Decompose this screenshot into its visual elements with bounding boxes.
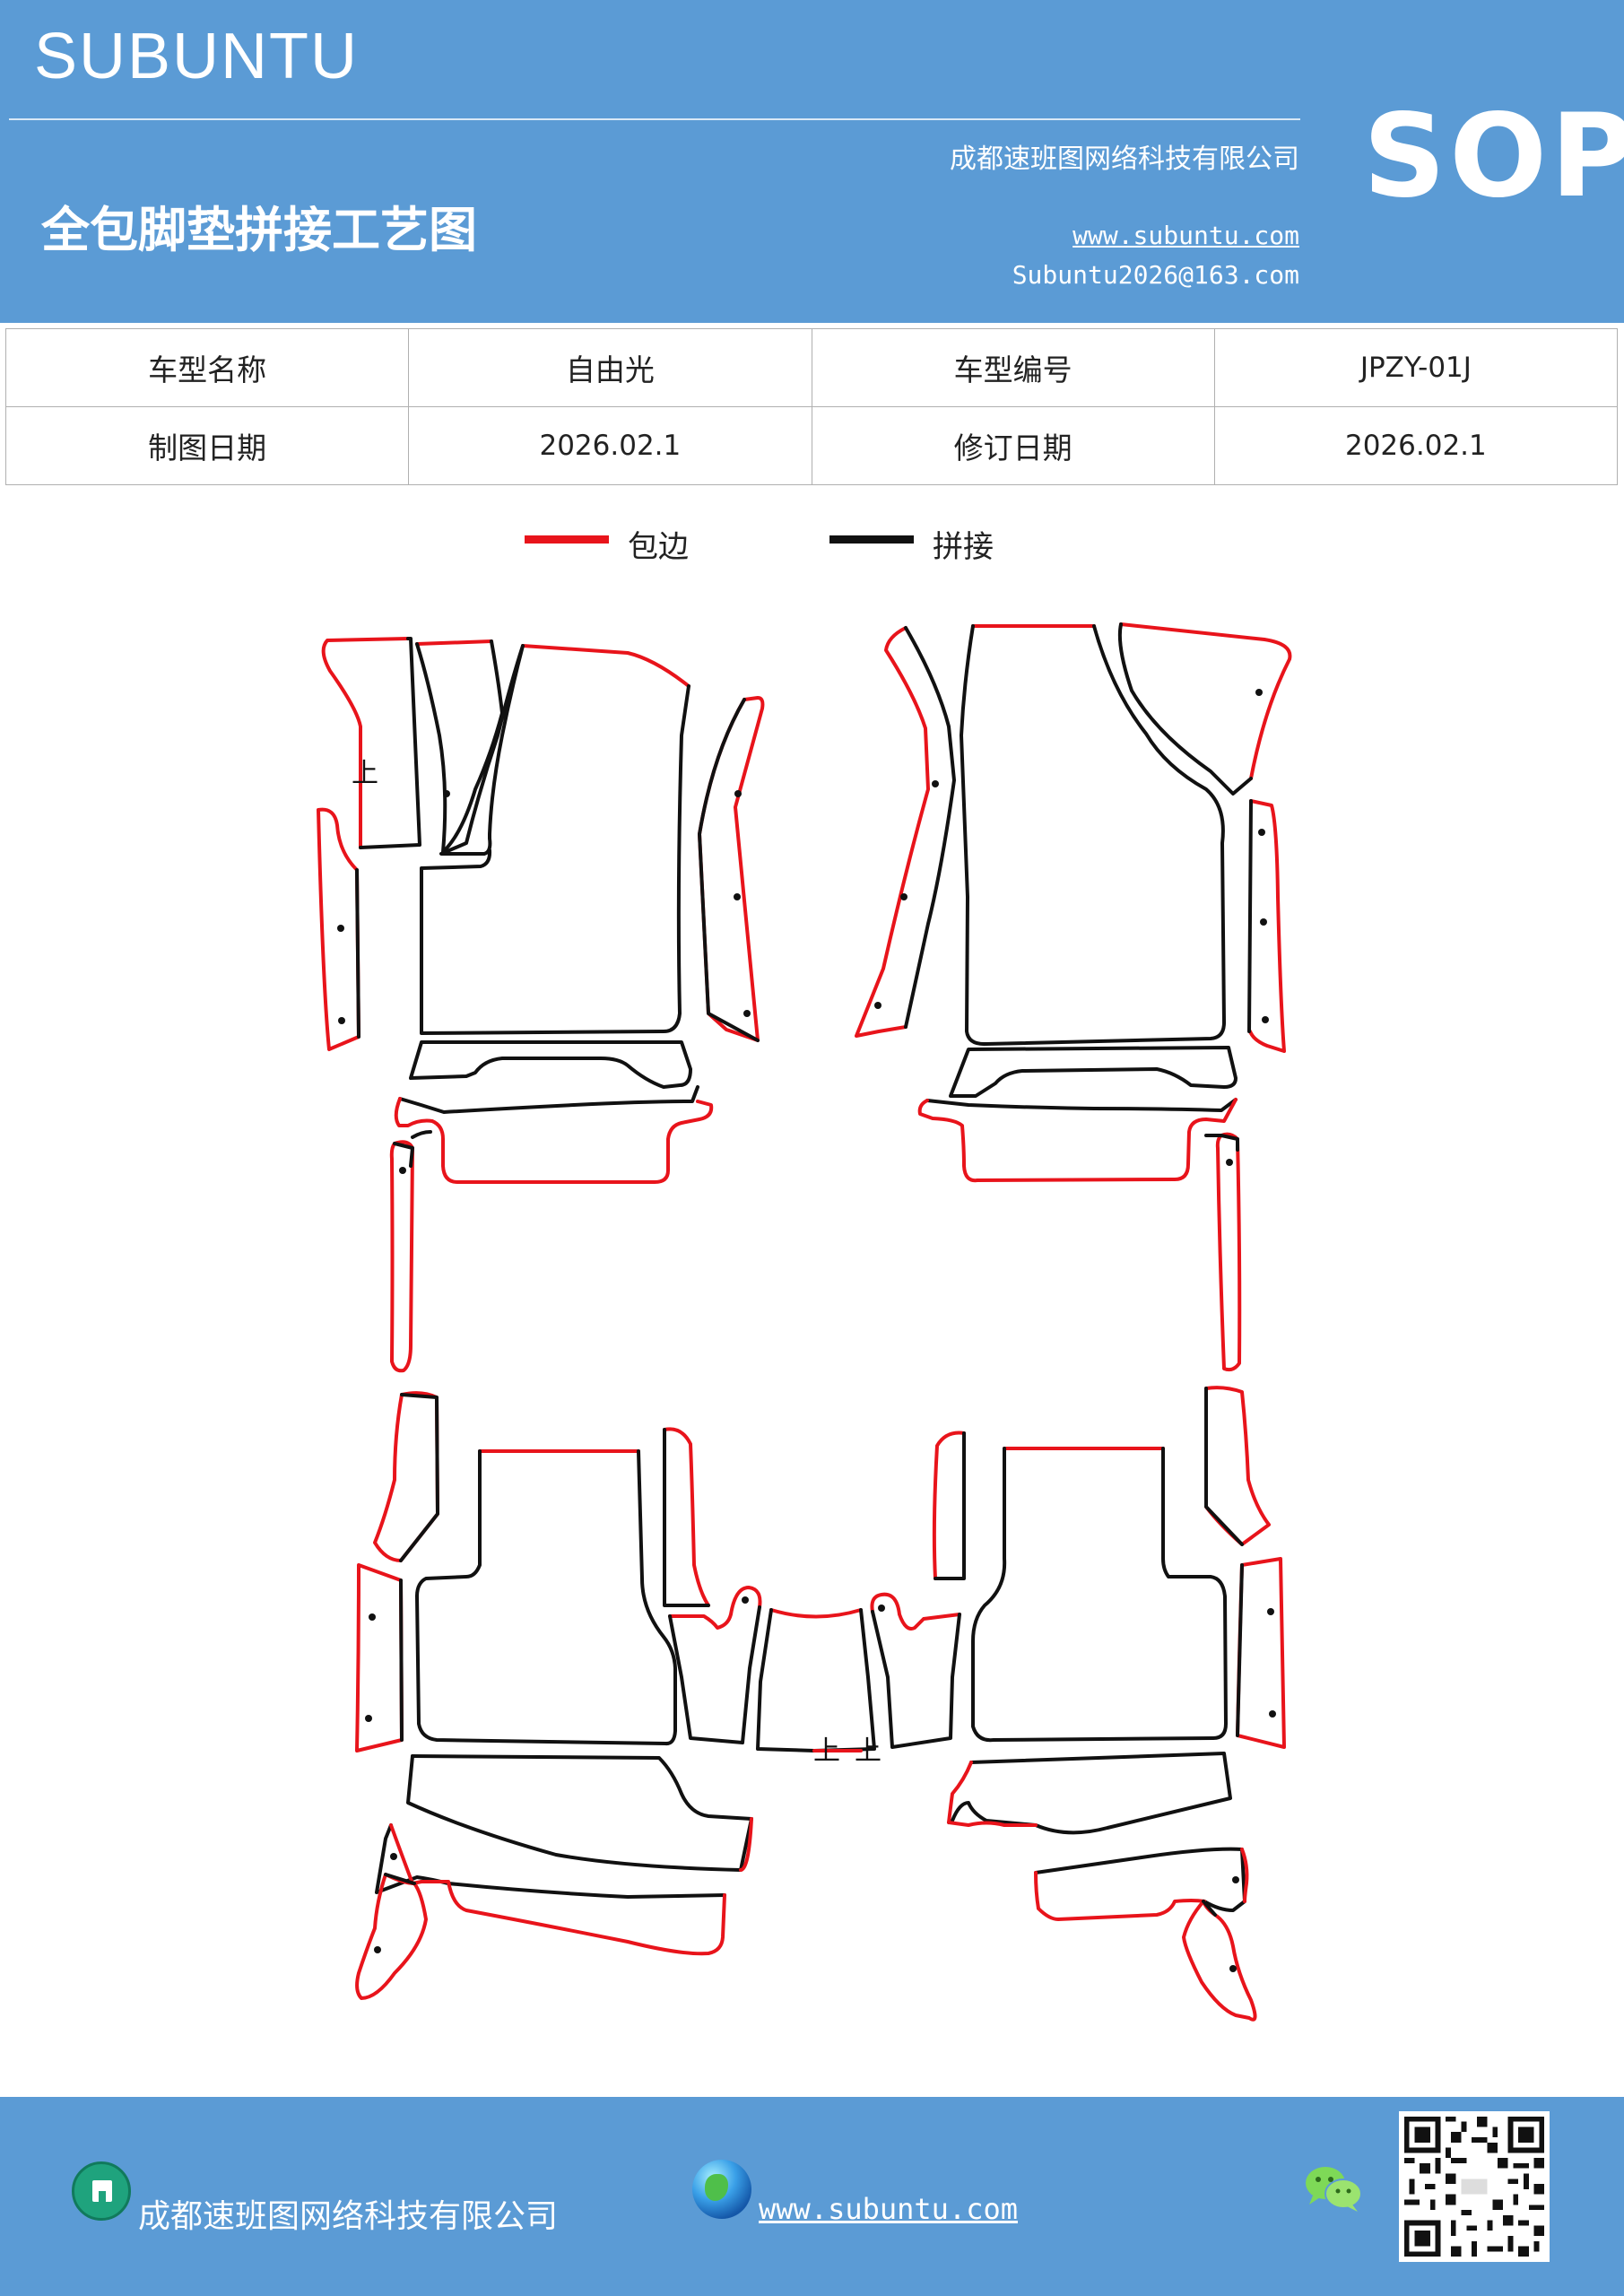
front-left-mat-group: 上 <box>317 637 765 1373</box>
mat-piece <box>1034 1847 1246 1912</box>
mat-piece <box>1236 1563 1244 1737</box>
mat-piece <box>756 1608 876 1752</box>
mat-piece <box>698 698 760 1042</box>
mat-piece <box>947 1752 1232 1835</box>
label-revision-date: 修订日期 <box>811 406 1215 485</box>
footer-company: 成都速班图网络科技有限公司 <box>138 2198 559 2235</box>
up-marker: 上 <box>855 1735 881 1767</box>
floor-mat-diagram: 上 <box>317 622 1292 2022</box>
mat-piece <box>668 1586 762 1630</box>
mat-piece <box>668 1605 761 1744</box>
label-drawing-date: 制图日期 <box>4 406 410 485</box>
mat-piece <box>1182 1900 1257 2022</box>
table-row: 制图日期 2026.02.1 修订日期 2026.02.1 <box>4 406 1619 485</box>
mat-piece <box>769 1608 863 1619</box>
header-company: 成都速班图网络科技有限公司 <box>950 144 1299 175</box>
mat-piece <box>409 1040 692 1089</box>
mat-piece <box>373 1391 439 1562</box>
mat-piece <box>925 1098 1238 1112</box>
header-divider <box>9 118 1300 120</box>
mat-piece <box>415 1449 677 1746</box>
document-title: 全包脚垫拼接工艺图 <box>41 201 477 258</box>
mat-piece <box>917 1098 1238 1183</box>
sop-badge: SOP <box>1363 90 1624 223</box>
building-icon <box>72 2161 131 2221</box>
wechat-icon <box>1306 2167 1362 2212</box>
mat-piece <box>1204 1386 1271 1546</box>
mat-piece <box>384 1873 416 1885</box>
mat-piece <box>521 644 690 688</box>
mat-piece <box>870 1592 961 1631</box>
mat-piece <box>971 1447 1228 1743</box>
header-website-link[interactable]: www.subuntu.com <box>1073 221 1299 250</box>
mat-piece <box>415 639 493 646</box>
globe-icon <box>692 2160 751 2219</box>
mat-piece <box>399 1393 439 1562</box>
mat-piece <box>739 1817 753 1872</box>
legend-seam-label: 拼接 <box>933 529 994 565</box>
mat-piece <box>1119 622 1292 780</box>
mat-piece <box>411 1754 753 1821</box>
mat-piece <box>960 624 1226 1047</box>
value-model-code: JPZY-01J <box>1213 328 1619 407</box>
mat-piece <box>398 1085 699 1114</box>
legend-edge-swatch <box>525 535 609 544</box>
mat-piece <box>934 1431 966 1580</box>
mat-piece <box>420 1880 726 1956</box>
mat-piece <box>1034 1871 1206 1921</box>
vehicle-info-table: 车型名称 自由光 车型编号 JPZY-01J 制图日期 2026.02.1 修订… <box>4 328 1619 485</box>
mat-piece <box>1236 1557 1286 1749</box>
label-model-code: 车型编号 <box>811 328 1215 407</box>
legend-edge-label: 包边 <box>628 529 689 565</box>
mat-piece <box>355 1563 404 1752</box>
value-model-name: 自由光 <box>408 328 812 407</box>
value-drawing-date: 2026.02.1 <box>408 406 812 485</box>
header-bar: SUBUNTU SOP 成都速班图网络科技有限公司 全包脚垫拼接工艺图 www.… <box>0 0 1624 323</box>
mat-piece <box>947 1761 1038 1827</box>
rear-mat-group: 上 上 <box>355 1386 1286 2022</box>
mat-piece <box>321 637 410 849</box>
mat-piece <box>375 1823 726 1899</box>
footer-website-link[interactable]: www.subuntu.com <box>759 2192 1018 2226</box>
header-email: Subuntu2026@163.com <box>1012 260 1299 290</box>
mat-piece <box>411 1130 432 1139</box>
mat-piece <box>1204 1387 1244 1546</box>
mat-piece <box>389 1140 414 1373</box>
mat-piece <box>1240 1848 1249 1903</box>
mat-piece <box>932 1431 966 1580</box>
mat-piece <box>355 1873 428 2000</box>
table-row: 车型名称 自由光 车型编号 JPZY-01J <box>4 328 1619 407</box>
value-revision-date: 2026.02.1 <box>1213 406 1619 485</box>
mat-piece <box>1248 799 1286 1053</box>
legend-seam-swatch <box>829 535 914 544</box>
mat-piece <box>855 626 930 1038</box>
front-right-mat-group <box>855 622 1292 1372</box>
mat-piece <box>394 1097 714 1184</box>
mat-piece <box>406 1754 753 1872</box>
mat-piece <box>1215 1132 1242 1372</box>
mat-piece <box>1204 1134 1239 1152</box>
up-marker: 上 <box>352 758 378 789</box>
mat-piece <box>1117 622 1253 796</box>
mat-piece <box>663 1427 710 1607</box>
mat-piece <box>663 1428 710 1607</box>
mat-piece <box>359 637 421 849</box>
mat-piece <box>355 868 360 1039</box>
footer-bar: 成都速班图网络科技有限公司 www.subuntu.com <box>0 2097 1624 2296</box>
qr-code-icon <box>1399 2111 1550 2262</box>
mat-piece <box>904 626 956 1029</box>
up-marker: 上 <box>813 1735 840 1767</box>
mat-piece <box>949 1046 1238 1098</box>
mat-piece <box>393 1142 414 1168</box>
mat-piece <box>420 644 690 1035</box>
mat-piece <box>871 1610 961 1749</box>
mat-piece <box>1202 1900 1217 1917</box>
mat-piece <box>1247 799 1253 1033</box>
label-model-name: 车型名称 <box>4 328 410 407</box>
brand-name: SUBUNTU <box>34 21 360 92</box>
mat-piece <box>399 1578 404 1742</box>
